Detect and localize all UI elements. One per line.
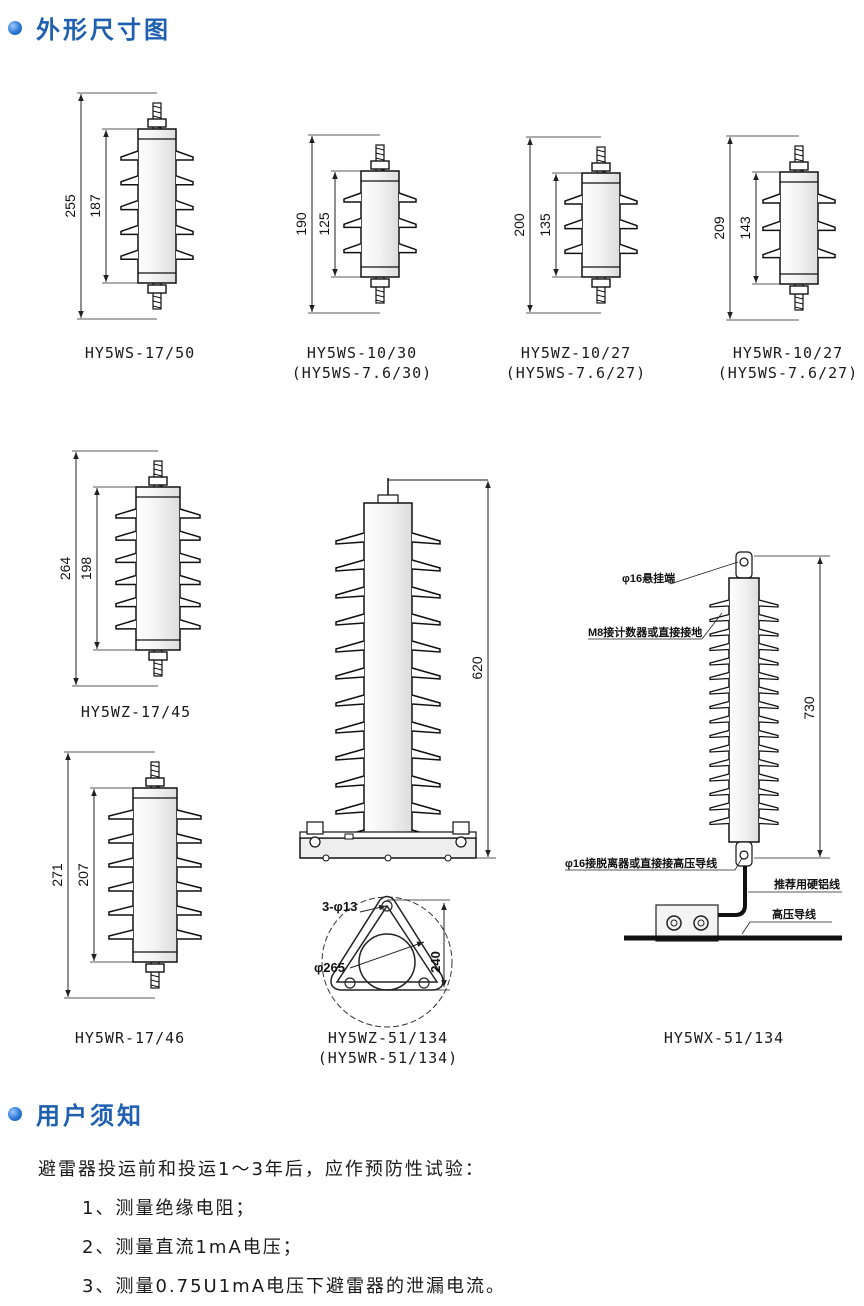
section-header-notice: 用户须知	[8, 1096, 144, 1131]
dim-total-label: 271	[49, 863, 65, 887]
arrester-drawing: 200 135	[511, 136, 638, 314]
caption-hy5ws-10-30: HY5WS-10/30 (HY5WS-7.6/30)	[282, 343, 442, 383]
caption-hy5wr-17-46: HY5WR-17/46	[60, 1028, 200, 1048]
section-header-dimensions: 外形尺寸图	[8, 10, 171, 45]
arrester-drawing: 271 207	[49, 751, 202, 999]
base-pcd-label: φ265	[314, 960, 345, 975]
hard-wire-label: 推荐用硬铝线	[774, 877, 840, 891]
base-plate-diagram: 3-φ13 φ265 240	[314, 895, 453, 1028]
model-label: HY5WR-17/46	[74, 1029, 186, 1047]
hv-line-label: 高压导线	[772, 907, 816, 921]
arrester-drawing: 209 143	[711, 135, 836, 321]
arrester-drawing: 620	[299, 478, 496, 862]
dim-total-label: 255	[62, 194, 78, 218]
alt-model-label: (HY5WS-7.6/27)	[717, 364, 859, 382]
model-label: HY5WR-10/27	[732, 344, 844, 362]
dim-body-label: 207	[75, 863, 91, 887]
notice-list: 避雷器投运前和投运1～3年后，应作预防性试验： 1、测量绝缘电阻； 2、测量直流…	[38, 1150, 506, 1306]
hang-end-label: φ16悬挂端	[622, 571, 675, 585]
caption-hy5wx-51-134: HY5WX-51/134	[644, 1028, 804, 1048]
dim-body-label: 125	[316, 212, 332, 236]
dim-total-label: 190	[293, 212, 309, 236]
caption-hy5wz-10-27: HY5WZ-10/27 (HY5WS-7.6/27)	[496, 343, 656, 383]
model-label: HY5WZ-10/27	[520, 344, 632, 362]
model-label: HY5WX-51/134	[663, 1029, 785, 1047]
caption-hy5wr-10-27: HY5WR-10/27 (HY5WS-7.6/27)	[708, 343, 864, 383]
model-label: HY5WS-17/50	[84, 344, 196, 362]
dim-body-label: 143	[737, 216, 753, 240]
model-label: HY5WZ-51/134	[327, 1029, 449, 1047]
alt-model-label: (HY5WS-7.6/30)	[291, 364, 433, 382]
alt-model-label: (HY5WS-7.6/27)	[505, 364, 647, 382]
caption-hy5ws-17-50: HY5WS-17/50	[70, 343, 210, 363]
model-label: HY5WS-10/30	[306, 344, 418, 362]
section-title-notice: 用户须知	[36, 1102, 144, 1130]
bullet-icon	[8, 20, 22, 35]
bullet-icon	[8, 1106, 22, 1121]
caption-hy5wz-17-45: HY5WZ-17/45	[66, 702, 206, 722]
notice-item: 3、测量0.75U1mA电压下避雷器的泄漏电流。	[82, 1276, 507, 1297]
dim-total-label: 730	[801, 696, 817, 720]
arrester-drawing: 264 198	[57, 450, 201, 687]
hy5wx-annotations: φ16悬挂端 M8接计数器或直接接地 φ16接脱离器或直接接高压导线 推荐用硬铝…	[565, 561, 842, 942]
arrester-drawing: 190 125	[293, 134, 417, 314]
notice-item: 1、测量绝缘电阻；	[82, 1198, 256, 1219]
model-label: HY5WZ-17/45	[80, 703, 192, 721]
notice-intro: 避雷器投运前和投运1～3年后，应作预防性试验：	[38, 1159, 485, 1180]
base-height-label: 240	[428, 951, 443, 973]
dim-total-label: 209	[711, 216, 727, 240]
arrester-drawing: 730	[709, 551, 830, 867]
dim-total-label: 620	[469, 656, 485, 680]
arrester-drawing: 255 187	[62, 92, 194, 320]
caption-hy5wz-51-134: HY5WZ-51/134 (HY5WR-51/134)	[308, 1028, 468, 1068]
dim-total-label: 200	[511, 213, 527, 237]
dim-body-label: 198	[78, 557, 94, 581]
dim-body-label: 187	[87, 194, 103, 218]
counter-label: M8接计数器或直接接地	[588, 625, 702, 639]
base-holes-label: 3-φ13	[322, 899, 357, 914]
alt-model-label: (HY5WR-51/134)	[317, 1049, 459, 1067]
dim-total-label: 264	[57, 557, 73, 581]
hv-end-label: φ16接脱离器或直接接高压导线	[565, 856, 717, 870]
section-title-dimensions: 外形尺寸图	[36, 16, 171, 44]
dim-body-label: 135	[537, 213, 553, 237]
notice-item: 2、测量直流1mA电压；	[82, 1237, 303, 1258]
